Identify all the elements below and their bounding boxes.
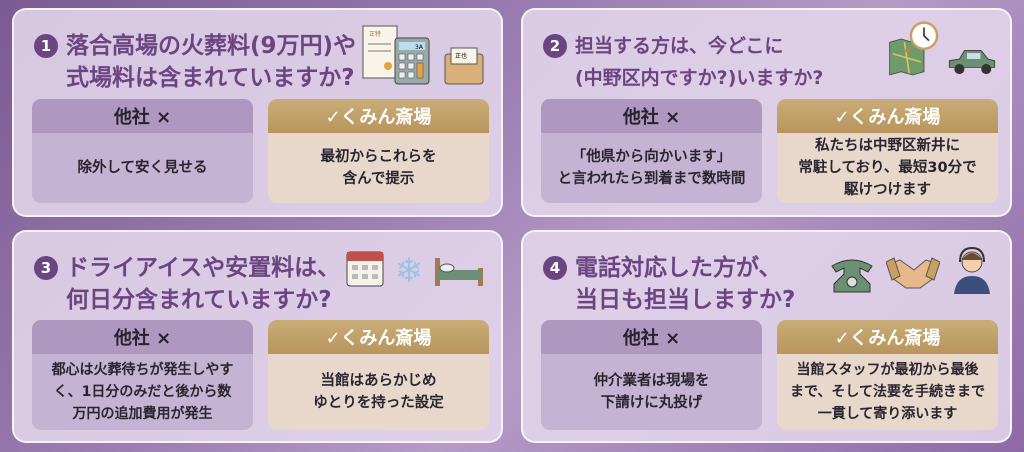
svg-text:正特: 正特: [369, 30, 381, 38]
number-badge: 2: [543, 34, 567, 58]
bed-icon: [435, 258, 483, 286]
kumin-text: 当館はあらかじめ ゆとりを持った設定: [313, 373, 444, 411]
other-company-label: 他社 ×: [541, 99, 762, 133]
number-badge: 1: [34, 34, 58, 58]
car-icon: [948, 50, 996, 75]
kumin-box: ✓くみん斎場当館はあらかじめ ゆとりを持った設定: [268, 320, 489, 430]
kumin-text: 当館スタッフが最初から最後 まで、そして法要を手続きまで 一貫して寄り添います: [789, 362, 986, 422]
other-company-text: 「他県から向かいます」 と言われたら到着まで数時間: [557, 149, 746, 187]
kumin-label: ✓くみん斎場: [268, 320, 489, 354]
question-title: 担当する方は、今どこに (中野区内ですか?)いますか?: [575, 35, 824, 89]
kumin-text: 私たちは中野区新井に 常駐しており、最短30分で 駆けつけます: [798, 138, 977, 198]
question-card-2: 2 担当する方は、今どこに (中野区内ですか?)いますか? 他社 × 「他県から向か…: [521, 8, 1012, 217]
other-company-box: 他社 × 「他県から向かいます」 と言われたら到着まで数時間: [541, 99, 762, 203]
kumin-text: 最初からこれらを 含んで提示: [320, 149, 437, 187]
other-company-label: 他社 ×: [32, 99, 253, 133]
telephone-icon: [831, 259, 873, 293]
other-company-text: 除外して安く見せる: [77, 160, 208, 176]
question-title: 落合高場の火葬料(9万円)や 式場料は含まれていますか?: [66, 33, 357, 91]
question-title: ドライアイスや安置料は、 何日分含まれていますか?: [66, 255, 341, 313]
question-card-1: 1 落合高場の火葬料(9万円)や 式場料は含まれていますか? 正特 3A 正也 他社…: [12, 8, 503, 217]
other-company-text: 仲介業者は現場を 下請けに丸投げ: [593, 373, 710, 411]
folder-icon: 正也: [444, 47, 484, 85]
map-clock-icon: [889, 21, 939, 76]
question-title: 電話対応した方が、 当日も担当しますか?: [575, 255, 796, 313]
question-card-3: 3 ドライアイスや安置料は、 何日分含まれていますか? ❄ 他社 × 都心は火葬待ち…: [12, 230, 503, 443]
handshake-icon: [886, 257, 940, 289]
question-card-4: 4 電話対応した方が、 当日も担当しますか? 他社 × 仲介業者は現場を 下請けに丸…: [521, 230, 1012, 443]
other-company-box: 他社 × 都心は火葬待ちが発生しやす く、1日分のみだと後から数 万円の追加費用が…: [32, 320, 253, 430]
other-company-box: 他社 × 除外して安く見せる: [32, 99, 253, 203]
document-calculator-icon: 正特 3A: [362, 25, 430, 85]
other-company-text: 都心は火葬待ちが発生しやす く、1日分のみだと後から数 万円の追加費用が発生: [51, 362, 234, 422]
kumin-label: ✓くみん斎場: [777, 99, 998, 133]
other-company-label: 他社 ×: [541, 320, 762, 354]
svg-text:正也: 正也: [455, 52, 467, 60]
kumin-box: ✓くみん斎場最初からこれらを 含んで提示: [268, 99, 489, 203]
calendar-icon: [346, 251, 383, 287]
kumin-label: ✓くみん斎場: [777, 320, 998, 354]
operator-icon: [954, 246, 990, 294]
number-badge: 4: [543, 256, 567, 280]
kumin-box: ✓くみん斎場当館スタッフが最初から最後 まで、そして法要を手続きまで 一貫して寄…: [777, 320, 998, 430]
kumin-label: ✓くみん斎場: [268, 99, 489, 133]
snowflake-icon: ❄: [394, 251, 424, 291]
number-badge: 3: [34, 256, 58, 280]
kumin-box: ✓くみん斎場私たちは中野区新井に 常駐しており、最短30分で 駆けつけます: [777, 99, 998, 203]
svg-text:3A: 3A: [415, 44, 424, 51]
other-company-box: 他社 × 仲介業者は現場を 下請けに丸投げ: [541, 320, 762, 430]
other-company-label: 他社 ×: [32, 320, 253, 354]
